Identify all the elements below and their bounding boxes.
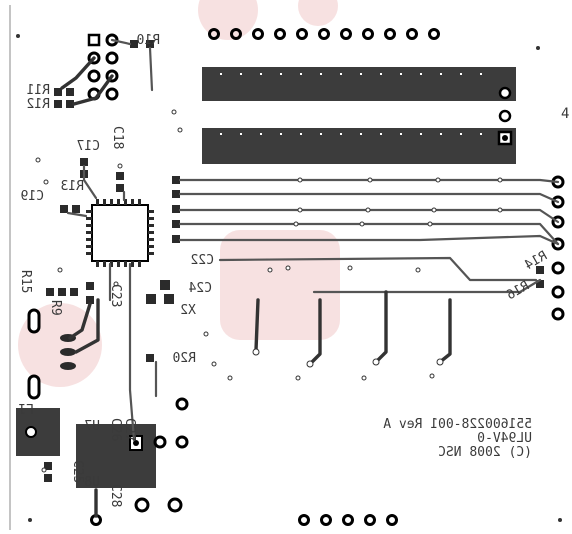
label-c28: C28 [108, 484, 123, 507]
label-r20: R20 [173, 351, 196, 366]
label-c22: C22 [191, 253, 214, 268]
label-l1: L1 [18, 400, 34, 415]
label-c24: C24 [188, 281, 212, 296]
label-r13: R13 [61, 179, 84, 194]
label-c19: C19 [21, 189, 44, 204]
label-r15: R15 [18, 270, 33, 293]
vias [35, 109, 503, 473]
main-ic [86, 199, 154, 267]
watermark [18, 0, 340, 387]
label-c17: C17 [77, 139, 100, 154]
power-section [16, 408, 156, 488]
smd-components [27, 40, 544, 400]
label-r16: R16 [504, 278, 532, 303]
right-connector-pads [497, 86, 565, 321]
connector-copper-areas [202, 67, 516, 164]
label-u8: U8 [84, 475, 100, 490]
label-r11: R11 [27, 83, 50, 98]
label-u7: U7 [84, 419, 100, 434]
label-c25: C25 [70, 460, 85, 483]
board-part-number: 551600228-001 Rev A [383, 417, 532, 432]
label-c26: C26 [108, 418, 123, 441]
label-c27: C27 [122, 418, 137, 441]
board-marking: 551600228-001 Rev A UL94V-0 (C) 2008 NSC [383, 417, 532, 460]
misc-pads [16, 34, 562, 526]
label-r12: R12 [27, 97, 50, 112]
label-x2: X2 [180, 303, 196, 318]
label-c23: C23 [108, 284, 123, 307]
label-r9: R9 [48, 300, 63, 316]
edge-number: 4 [561, 106, 569, 122]
top-header-pads [208, 28, 440, 40]
label-c18: C18 [110, 126, 125, 149]
bottom-header-pads [298, 514, 398, 526]
board-flammability: UL94V-0 [477, 431, 532, 446]
label-r10: R10 [137, 33, 160, 48]
board-copyright: (C) 2008 NSC [438, 445, 532, 460]
